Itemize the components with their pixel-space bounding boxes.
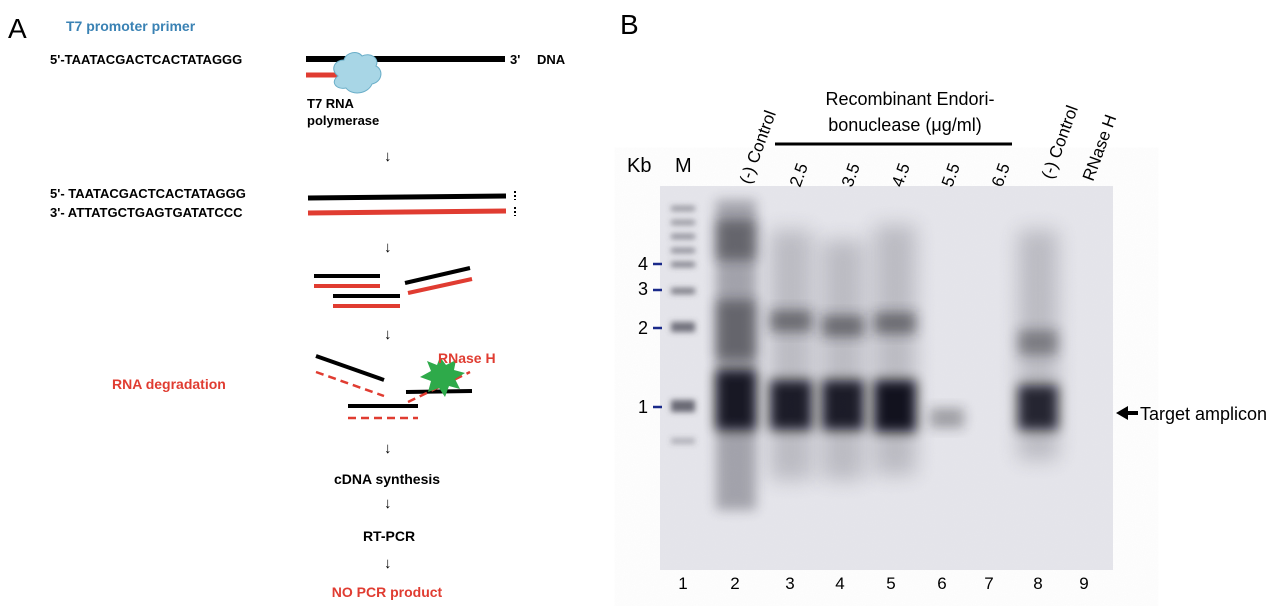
lane-5-bands bbox=[874, 225, 916, 475]
size-marker-label: 1 bbox=[638, 397, 648, 417]
lane-number: 3 bbox=[785, 574, 794, 593]
rnase-h-label: RNase H bbox=[438, 350, 496, 366]
control-label-lane-8: (-) Control bbox=[1038, 103, 1082, 181]
ladder-lane bbox=[671, 206, 695, 444]
polymerase-label-2: polymerase bbox=[307, 113, 379, 128]
lane-number: 6 bbox=[937, 574, 946, 593]
concentration-label: 3.5 bbox=[838, 161, 864, 190]
kb-label: Kb bbox=[627, 155, 651, 177]
rna-strand-2 bbox=[307, 208, 507, 216]
rna-degradation-label: RNA degradation bbox=[112, 376, 226, 392]
lane-number: 1 bbox=[678, 574, 687, 593]
lane-number: 2 bbox=[730, 574, 739, 593]
panel-b: B bbox=[620, 9, 1267, 593]
primer-title: T7 promoter primer bbox=[66, 18, 196, 34]
marker-label: M bbox=[675, 155, 692, 177]
target-arrow bbox=[1116, 406, 1138, 420]
lane-number: 8 bbox=[1033, 574, 1042, 593]
target-amplicon-label: Target amplicon bbox=[1140, 404, 1267, 424]
size-marker-label: 3 bbox=[638, 279, 648, 299]
rt-pcr-label: RT-PCR bbox=[363, 528, 415, 544]
lane-3-bands bbox=[770, 230, 812, 480]
degradation-fragments bbox=[315, 354, 473, 420]
polymerase-label-1: T7 RNA bbox=[307, 96, 355, 111]
polymerase-shape bbox=[333, 52, 382, 94]
recombinant-label-1: Recombinant Endori- bbox=[825, 89, 994, 109]
sequence-top: 5'-TAATACGACTCACTATAGGG bbox=[50, 52, 242, 67]
size-marker-label: 4 bbox=[638, 254, 648, 274]
recombinant-label-2: bonuclease (μg/ml) bbox=[828, 115, 981, 135]
lane-8-bands bbox=[1018, 230, 1058, 460]
concentration-label: 6.5 bbox=[988, 161, 1014, 190]
lane-number: 9 bbox=[1079, 574, 1088, 593]
lane-numbers: 1 2 3 4 5 6 7 8 9 bbox=[678, 574, 1088, 593]
panel-a: A T7 promoter primer 5'-TAATACGACTCACTAT… bbox=[8, 13, 566, 600]
arrow-2: ↓ bbox=[384, 239, 392, 256]
lane-4-bands bbox=[822, 240, 864, 480]
lane-number: 5 bbox=[886, 574, 895, 593]
dna-label: DNA bbox=[537, 52, 566, 67]
no-pcr-product-label: NO PCR product bbox=[332, 584, 443, 600]
size-markers: 4 3 2 1 bbox=[638, 254, 662, 417]
concentration-label: 4.5 bbox=[888, 161, 914, 190]
concentration-label: 2.5 bbox=[786, 161, 812, 190]
lane-number: 4 bbox=[835, 574, 844, 593]
lane-2-bands bbox=[716, 200, 756, 510]
lane-6-bands bbox=[930, 408, 964, 428]
arrow-1: ↓ bbox=[384, 148, 392, 165]
concentration-label: 5.5 bbox=[938, 161, 964, 190]
fragments-step-3 bbox=[314, 266, 473, 308]
sequence-3: 3'- ATTATGCTGAGTGATATCCC bbox=[50, 205, 243, 220]
arrow-3: ↓ bbox=[384, 326, 392, 343]
arrow-5: ↓ bbox=[384, 495, 392, 512]
arrow-6: ↓ bbox=[384, 555, 392, 572]
concentration-labels: 2.5 3.5 4.5 5.5 6.5 bbox=[786, 161, 1014, 190]
rnase-h-starburst bbox=[420, 357, 465, 397]
dna-strand-2 bbox=[307, 193, 507, 201]
panel-a-letter: A bbox=[8, 13, 27, 44]
size-marker-label: 2 bbox=[638, 318, 648, 338]
arrow-4: ↓ bbox=[384, 440, 392, 457]
lane-number: 7 bbox=[984, 574, 993, 593]
panel-b-letter: B bbox=[620, 9, 639, 40]
gel-image bbox=[660, 186, 1113, 570]
sequence-5: 5'- TAATACGACTCACTATAGGG bbox=[50, 186, 246, 201]
end-3-label: 3' bbox=[510, 52, 520, 67]
rnase-h-lane-label: RNase H bbox=[1079, 112, 1120, 183]
cdna-synthesis-label: cDNA synthesis bbox=[334, 471, 440, 487]
control-label-lane-2: (-) Control bbox=[736, 108, 780, 186]
